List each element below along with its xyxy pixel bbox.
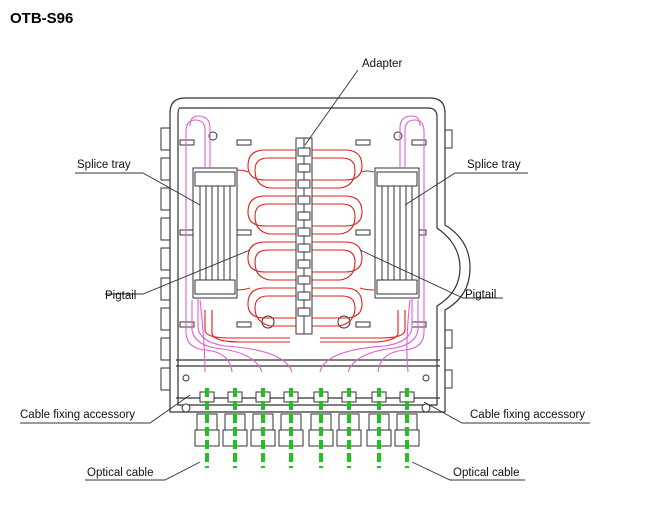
pigtail-left-leader bbox=[105, 249, 251, 295]
splice-tray-right-leader bbox=[404, 172, 528, 206]
left-hinges bbox=[160, 127, 171, 391]
cable-fixing-bar bbox=[181, 374, 431, 413]
adapter-leader bbox=[304, 69, 359, 146]
optical-cable-right-label: Optical cable bbox=[453, 467, 519, 479]
cable-fixing-left-leader bbox=[20, 394, 191, 424]
splice-tray-right-label: Splice tray bbox=[467, 159, 521, 171]
optical-cable-left-leader bbox=[85, 461, 201, 481]
adapter-label: Adapter bbox=[362, 58, 402, 70]
pigtail-right-leader bbox=[359, 249, 503, 299]
leader-lines bbox=[20, 69, 590, 481]
pigtail-right-label: Pigtail bbox=[465, 289, 496, 301]
optical-cable-right-leader bbox=[411, 461, 525, 481]
pigtail-fibers bbox=[204, 149, 406, 343]
cable-fixing-left-label: Cable fixing accessory bbox=[20, 409, 135, 421]
cable-glands bbox=[194, 413, 420, 447]
splice-tray-left-label: Splice tray bbox=[77, 159, 131, 171]
pigtail-left-label: Pigtail bbox=[105, 290, 136, 302]
cable-fixing-right-label: Cable fixing accessory bbox=[470, 409, 585, 421]
splice-tray-left-leader bbox=[75, 172, 201, 206]
diagram-title: OTB-S96 bbox=[10, 10, 74, 27]
optical-cables bbox=[205, 388, 409, 468]
enclosure bbox=[169, 97, 471, 413]
right-latches bbox=[444, 129, 453, 389]
splice-tray-left bbox=[192, 167, 238, 299]
adapter-panel bbox=[295, 137, 313, 335]
fiber-routes bbox=[185, 115, 425, 373]
splice-tray-right bbox=[374, 167, 420, 299]
optical-cable-left-label: Optical cable bbox=[87, 467, 153, 479]
cable-fixing-right-leader bbox=[423, 401, 590, 424]
